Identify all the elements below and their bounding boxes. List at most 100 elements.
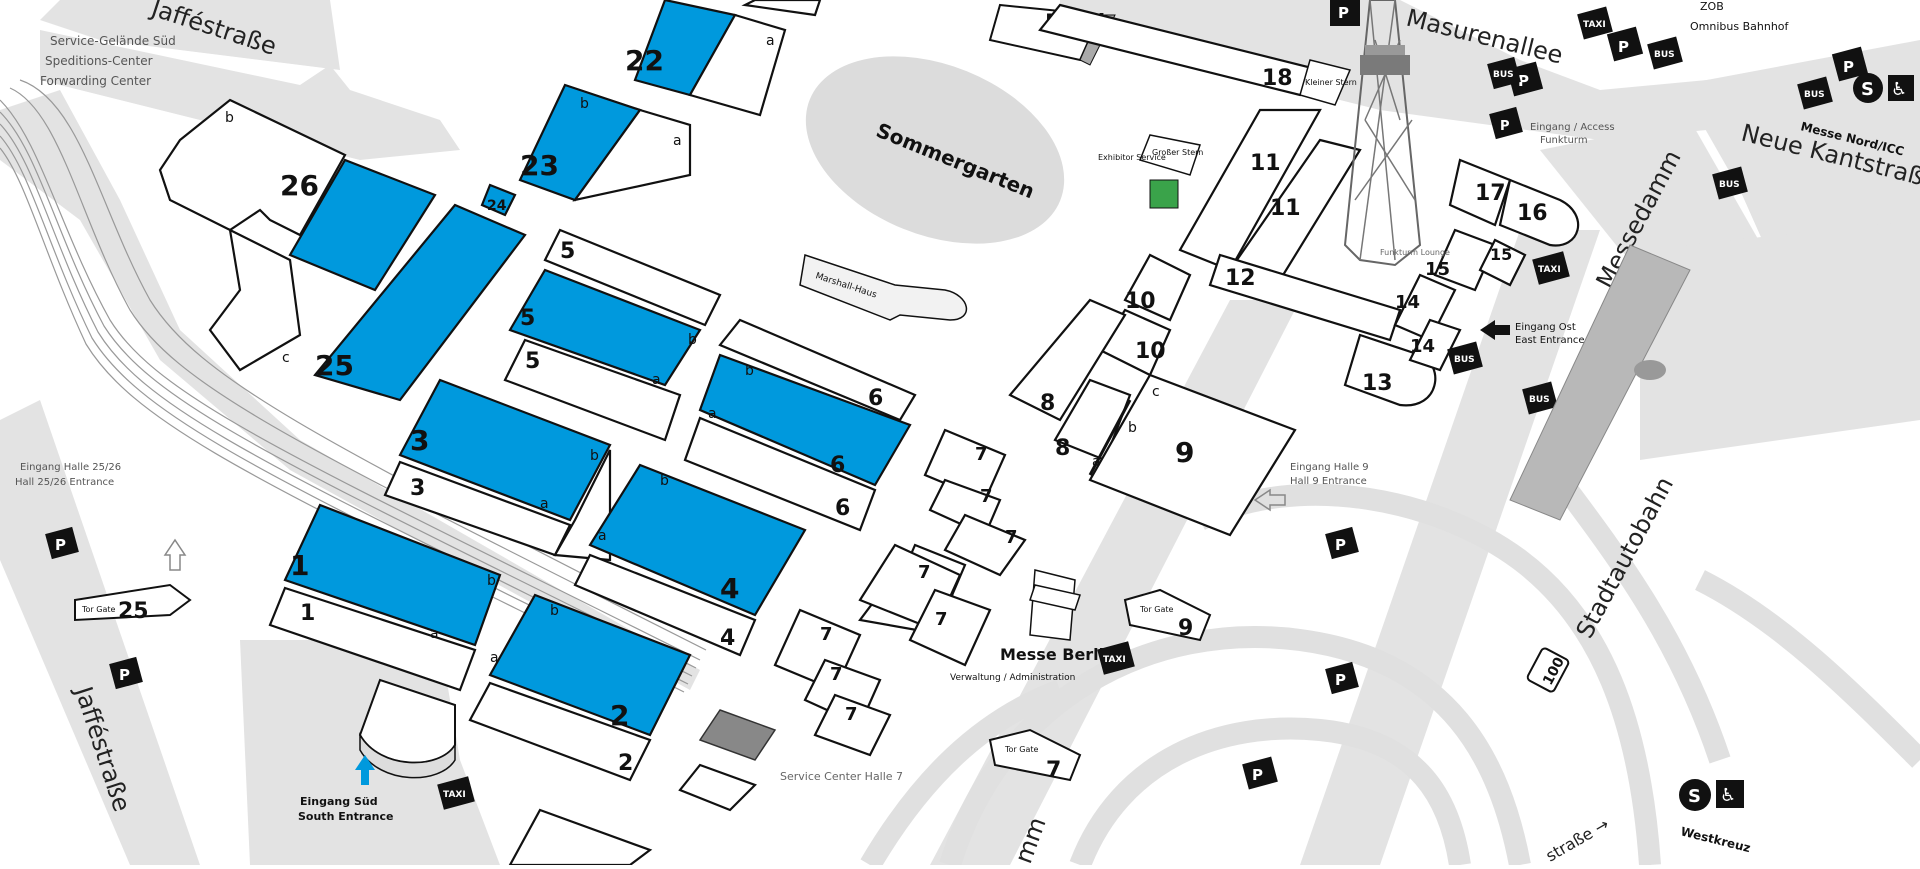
- funkturm-access-en: Funkturm: [1540, 135, 1588, 146]
- hall-6-a: a: [708, 406, 717, 422]
- hall-9[interactable]: 9 c b a: [1088, 373, 1297, 537]
- service-gelaende-text: Service-Gelände Süd: [50, 34, 176, 48]
- service-center-halle-7[interactable]: Service Center Halle 7: [698, 709, 903, 783]
- taxi-icon-top[interactable]: TAXI: [1577, 6, 1613, 40]
- hall-7-4b-label: 7: [820, 624, 833, 645]
- parking-icon-p11[interactable]: P: [45, 526, 79, 560]
- hall-6-2-label: 6: [830, 453, 845, 478]
- hall-26-b: b: [225, 110, 234, 126]
- hall-16[interactable]: 16: [1498, 178, 1580, 247]
- hall-23[interactable]: 23 b a: [518, 83, 692, 202]
- hall-7[interactable]: 7 7 7 7 7 7 7 7: [773, 428, 1027, 757]
- hall-14-2-label: 14: [1395, 292, 1420, 313]
- hall-15-1-label: 15: [1490, 245, 1512, 264]
- spedition-text: Speditions-Center: [45, 54, 153, 68]
- hall-26[interactable]: 26 b c: [158, 98, 437, 372]
- parking-icon-p1[interactable]: P: [1330, 0, 1360, 26]
- parking-icon-p7[interactable]: P: [1242, 756, 1278, 790]
- hall-24-label: 24: [487, 198, 507, 214]
- hall-24[interactable]: 24: [480, 183, 517, 217]
- hall-9-entrance[interactable]: Eingang Halle 9 Hall 9 Entrance: [1253, 462, 1369, 512]
- kleiner-stern[interactable]: Kleiner Stern: [1299, 59, 1357, 106]
- parking-garage-east[interactable]: [1509, 244, 1691, 521]
- hall-11[interactable]: 11 11: [1178, 108, 1362, 282]
- gate-25[interactable]: Tor Gate 25: [74, 583, 192, 624]
- taxi-icon-gate9[interactable]: TAXI: [1097, 641, 1135, 675]
- bus-icon-kant-glyph: BUS: [1719, 180, 1740, 190]
- wheelchair-icon-nord[interactable]: ♿: [1888, 75, 1914, 101]
- exhibitor-service[interactable]: Exhibitor Service: [1098, 153, 1179, 209]
- exhibitor-service-icon: [1149, 179, 1179, 209]
- messe-berlin-sublabel: Verwaltung / Administration: [950, 673, 1075, 683]
- hall-5-b: b: [688, 332, 697, 348]
- bus-icon-top[interactable]: BUS: [1647, 36, 1683, 70]
- hall-22[interactable]: 22 a: [625, 0, 787, 117]
- hall-1-b: b: [487, 573, 496, 589]
- parking-icon-p9[interactable]: P: [1325, 526, 1359, 560]
- south-entrance[interactable]: Eingang Süd South Entrance: [298, 755, 394, 823]
- hall-6[interactable]: 6 6 6 b a: [683, 318, 917, 532]
- sbahn-icon-westkreuz[interactable]: S: [1679, 779, 1711, 811]
- east-entrance[interactable]: Eingang Ost East Entrance: [1480, 320, 1585, 346]
- marshall-haus[interactable]: Marshall-Haus: [799, 254, 968, 321]
- hall-13-label: 13: [1362, 371, 1393, 396]
- gate-9-label: Tor Gate: [1139, 605, 1173, 614]
- south-entrance-rotunda: [358, 678, 456, 779]
- parking-icon-p2-glyph: P: [1518, 72, 1529, 90]
- taxi-icon-east[interactable]: TAXI: [1532, 251, 1570, 285]
- hall-4-1-label: 4: [720, 626, 735, 651]
- gate-7[interactable]: Tor Gate 7: [988, 728, 1082, 783]
- hall-7-4a-label: 7: [830, 664, 843, 685]
- parking-icon-p3[interactable]: P: [1606, 26, 1644, 62]
- hall-14[interactable]: 14 14: [1393, 273, 1462, 372]
- hall-12[interactable]: 12: [1208, 253, 1402, 342]
- hall-1-1-label: 1: [300, 601, 315, 626]
- hall-5-a: a: [652, 372, 661, 388]
- bus-icon-messedamm[interactable]: BUS: [1522, 381, 1558, 415]
- parking-icon-p5[interactable]: P: [1489, 106, 1523, 140]
- parking-icon-p3-glyph: P: [1618, 38, 1629, 56]
- hall-5[interactable]: 5 5 5 b a: [503, 228, 722, 442]
- hall-7-1b-label: 7: [935, 609, 948, 630]
- hall-6-b: b: [745, 363, 754, 379]
- sommergarten[interactable]: Sommergarten: [778, 21, 1092, 280]
- wheelchair-icon-westkreuz-glyph: ♿: [1720, 785, 1736, 806]
- zob-sublabel: Omnibus Bahnhof: [1690, 20, 1790, 33]
- parking-icon-p10-glyph: P: [119, 666, 130, 684]
- taxi-icon-south[interactable]: TAXI: [437, 776, 475, 810]
- sbahn-icon-nord[interactable]: S: [1853, 73, 1883, 103]
- bus-icon-kant[interactable]: BUS: [1712, 166, 1748, 200]
- messe-berlin-administration[interactable]: Messe Berlin Verwaltung / Administration: [950, 569, 1116, 683]
- hall-25-26-entrance[interactable]: Eingang Halle 25/26 Hall 25/26 Entrance: [15, 462, 187, 571]
- bus-icon-masuren[interactable]: BUS: [1487, 56, 1521, 90]
- wheelchair-icon-westkreuz[interactable]: ♿: [1716, 780, 1744, 808]
- bus-icon-nord[interactable]: BUS: [1797, 76, 1833, 110]
- hall-1[interactable]: 1 1 b a: [268, 503, 502, 692]
- hall-2[interactable]: 2 2 b a: [468, 593, 692, 782]
- forwarding-text: Forwarding Center: [40, 74, 151, 88]
- hall-10-2-label: 10: [1125, 289, 1156, 314]
- hall-8[interactable]: 8 8: [1008, 298, 1132, 462]
- funkturm-access[interactable]: Eingang / Access Funkturm: [1530, 122, 1615, 146]
- bus-icon-nord-glyph: BUS: [1804, 90, 1825, 100]
- parking-icon-p8[interactable]: P: [1325, 661, 1359, 695]
- hall-9-entrance-en: Hall 9 Entrance: [1290, 476, 1367, 487]
- hall-15[interactable]: 15 15: [1425, 228, 1527, 292]
- hall-17[interactable]: 17: [1448, 158, 1512, 227]
- grosser-stern[interactable]: Großer Stern: [1138, 134, 1203, 176]
- hall-3[interactable]: 3 3 b a: [383, 378, 612, 562]
- hall-4[interactable]: 4 4 b a: [573, 463, 807, 657]
- hall-7-1a-label: 7: [845, 704, 858, 725]
- hall-2-1-label: 2: [618, 751, 633, 776]
- parking-icon-p4[interactable]: P: [1831, 46, 1869, 82]
- westkreuz-label: Westkreuz: [1679, 824, 1752, 855]
- bus-icon-east[interactable]: BUS: [1447, 341, 1483, 375]
- hall-25[interactable]: 25: [313, 203, 527, 402]
- gate-9[interactable]: Tor Gate 9: [1123, 588, 1212, 642]
- parking-icon-p10[interactable]: P: [109, 656, 143, 690]
- hall-3-1-label: 3: [410, 476, 425, 501]
- hall-2-2-label: 2: [610, 699, 629, 732]
- funkturm-tower[interactable]: Funkturm Lounge: [1343, 0, 1450, 267]
